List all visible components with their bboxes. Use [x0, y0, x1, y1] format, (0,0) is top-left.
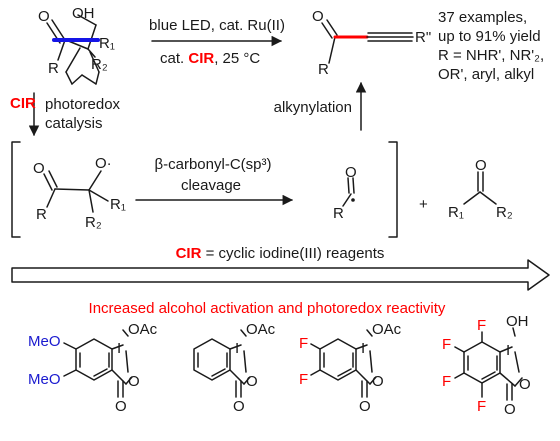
ketone-o: O [475, 157, 487, 174]
acyl-radical-structure [342, 177, 355, 207]
cir-reagent-parent-structure [193, 329, 251, 398]
cir-legend-abbrev: CIR [176, 245, 202, 262]
photoredox-line-1: photoredox [45, 96, 121, 113]
ketone-r2: R₂ [496, 204, 513, 221]
alkoxy-radical-o: O· [95, 155, 112, 172]
r2-iodine: I [235, 340, 239, 357]
ynone-r: R [318, 61, 329, 78]
alcohol-carbonyl-o: O [38, 8, 50, 25]
conditions-cir: CIR [188, 50, 214, 67]
cir-legend-definition: = cyclic iodine(III) reagents [201, 245, 384, 262]
r3-oac: OAc [372, 321, 402, 338]
radical-r1: R₁ [110, 196, 126, 213]
photoredox-line-2: catalysis [45, 115, 103, 132]
ketone-r1: R₁ [448, 204, 464, 221]
r4-oh: OH [506, 313, 529, 330]
bracket-right [388, 141, 398, 238]
bracket-left [11, 141, 21, 238]
scope-line-3: R = NHR', NR'₂, [438, 47, 544, 64]
acyl-o: O [345, 164, 357, 181]
ynone-o: O [312, 8, 324, 25]
r3-carbonyl-o: O [359, 398, 371, 415]
scope-line-2: up to 91% yield [438, 28, 541, 45]
r1-oac: OAc [128, 321, 158, 338]
cir-label: CIR [10, 95, 36, 112]
r4-ring-o: O [519, 376, 531, 393]
r2-ring-o: O [246, 373, 258, 390]
r1-iodine: I [117, 340, 121, 357]
r3-fluorine-bottom: F [299, 371, 308, 388]
r4-fluorine-bottom: F [477, 398, 486, 415]
ynone-product-structure [321, 19, 414, 64]
r3-fluorine-top: F [299, 335, 308, 352]
r1-ring-o: O [128, 373, 140, 390]
radical-r2: R₂ [85, 214, 102, 231]
conditions-top: blue LED, cat. Ru(II) [149, 17, 285, 34]
r1-meo-top: MeO [28, 333, 61, 350]
r4-fluorine-top: F [477, 317, 486, 334]
conditions-bottom: cat. CIR, 25 °C [160, 50, 260, 67]
acyl-r: R [333, 205, 344, 222]
ynone-r-double-prime: R" [415, 29, 431, 46]
r2-carbonyl-o: O [233, 398, 245, 415]
r4-fluorine-left-bottom: F [442, 373, 451, 390]
scission-line-2: cleavage [181, 177, 241, 194]
conditions-cat: cat. [160, 50, 188, 67]
r1-meo-bottom: MeO [28, 371, 61, 388]
r3-iodine: I [361, 340, 365, 357]
alcohol-r: R [48, 60, 59, 77]
r4-fluorine-left-top: F [442, 336, 451, 353]
conditions-temp: , 25 °C [214, 50, 260, 67]
plus-sign: + [419, 196, 428, 213]
radical-carbonyl-o: O [33, 160, 45, 177]
alkynylation-label: alkynylation [274, 99, 352, 116]
cir-reagent-dimethoxy-structure [63, 329, 133, 398]
reactivity-trend-arrow [11, 259, 550, 291]
cir-reagent-difluoro-structure [310, 329, 377, 398]
cir-reagent-tetrafluoro-structure [454, 327, 523, 401]
alkoxy-radical-structure [43, 170, 109, 213]
r3-ring-o: O [372, 373, 384, 390]
r1-carbonyl-o: O [115, 398, 127, 415]
r4-iodine: I [506, 342, 510, 359]
alcohol-r2: R₂ [91, 56, 108, 73]
ketone-byproduct-structure [463, 171, 497, 205]
scope-line-4: OR', aryl, alkyl [438, 66, 534, 83]
cir-legend: CIR = cyclic iodine(III) reagents [176, 245, 385, 262]
alcohol-oh: OH [72, 5, 95, 22]
radical-r: R [36, 206, 47, 223]
r4-carbonyl-o: O [504, 401, 516, 418]
reactivity-banner: Increased alcohol activation and photore… [89, 300, 446, 317]
scope-line-1: 37 examples, [438, 9, 527, 26]
alcohol-r1: R₁ [99, 35, 115, 52]
r2-oac: OAc [246, 321, 276, 338]
acyl-radical-dot [351, 198, 355, 202]
scission-line-1: β-carbonyl-C(sp³) [155, 156, 272, 173]
starting-alcohol-structure [46, 14, 100, 85]
